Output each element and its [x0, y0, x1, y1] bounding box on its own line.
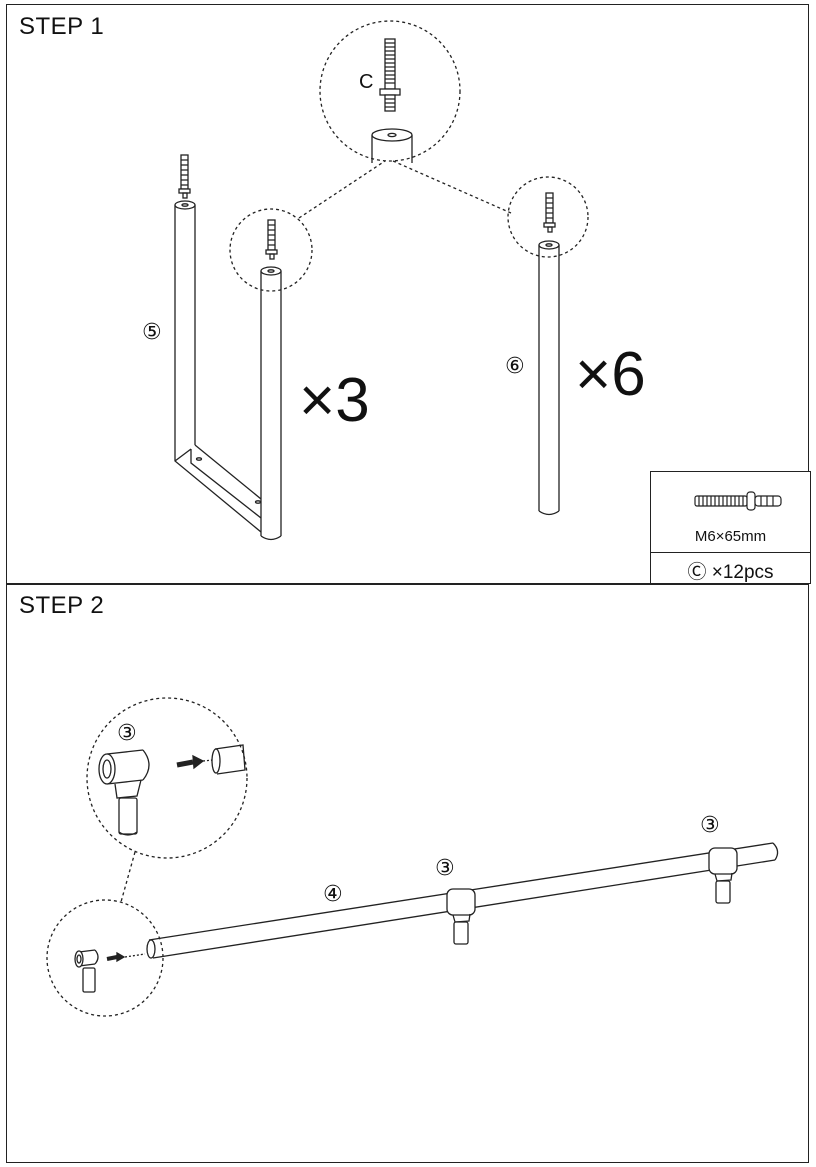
rod-end-callout	[46, 899, 164, 1017]
step-1-panel: STEP 1	[6, 4, 811, 585]
leg-6	[538, 240, 560, 516]
part-label-4: ④	[323, 882, 343, 907]
part-label-5: ⑤	[142, 320, 162, 345]
bolt-letter-label: C	[359, 71, 374, 93]
step-2-illustration	[46, 697, 779, 1017]
insert-tube	[371, 128, 413, 163]
bolt-count: Ⓒ ×12pcs	[651, 557, 810, 584]
step-1-title: STEP 1	[19, 13, 105, 40]
quantity-right: ×6	[575, 340, 646, 409]
step-1-illustration	[174, 20, 589, 541]
bolt-detail-callout	[319, 20, 461, 162]
bolt-icon-small	[178, 154, 191, 199]
hardware-legend: M6×65mm Ⓒ ×12pcs	[650, 471, 811, 584]
t-connector-large	[98, 749, 150, 836]
connector-detail-callout	[86, 697, 248, 859]
bolt-spec: M6×65mm	[694, 528, 767, 545]
legend-divider	[651, 552, 810, 553]
bolt-count-value: ×12pcs	[711, 562, 774, 583]
bolt-icon	[694, 491, 782, 511]
bolt-icon-small	[543, 192, 556, 233]
leg-bolt-callout-right	[507, 176, 589, 258]
part-label-3-detail: ③	[117, 721, 137, 746]
step-2-title: STEP 2	[19, 592, 105, 619]
bolt-icon	[379, 38, 401, 112]
part-label-6: ⑥	[505, 354, 525, 379]
leg-bolt-callout-left	[229, 208, 313, 292]
quantity-left: ×3	[299, 366, 370, 435]
leg-frame-5	[174, 200, 282, 541]
part-label-3-middle: ③	[435, 856, 455, 881]
t-connector-small	[74, 949, 99, 993]
step-2-panel: STEP 2	[6, 583, 809, 1163]
bolt-icon-small	[265, 219, 278, 260]
t-connector-on-rod	[708, 847, 738, 904]
bolt-letter-symbol: Ⓒ	[687, 561, 707, 583]
t-connector-on-rod	[446, 888, 476, 945]
rod-end-large	[211, 744, 246, 775]
part-label-3-right: ③	[700, 813, 720, 838]
